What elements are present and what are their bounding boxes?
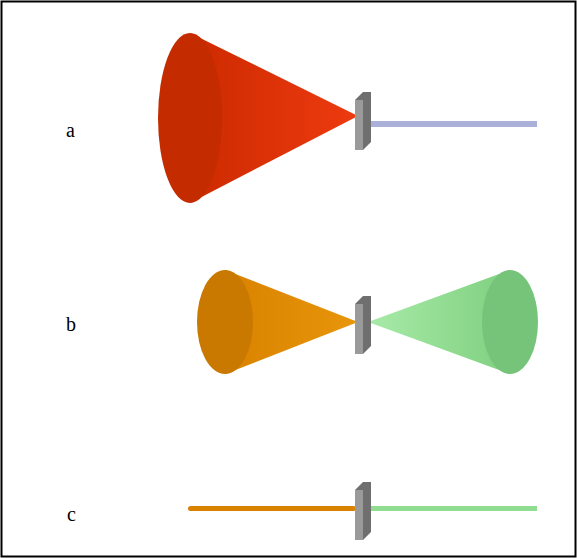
crystal-plate [355,92,371,150]
orange-cone [197,270,358,374]
orange-beam [188,506,356,511]
panel-letter: b [66,314,76,334]
green-beam [368,506,537,511]
green-cone [368,270,538,374]
crystal-plate [355,482,371,540]
blue-beam [368,121,537,127]
panel-letter: a [66,120,75,140]
panel-letter: c [67,504,76,524]
crystal-plate [355,296,371,354]
red-cone [158,33,358,203]
